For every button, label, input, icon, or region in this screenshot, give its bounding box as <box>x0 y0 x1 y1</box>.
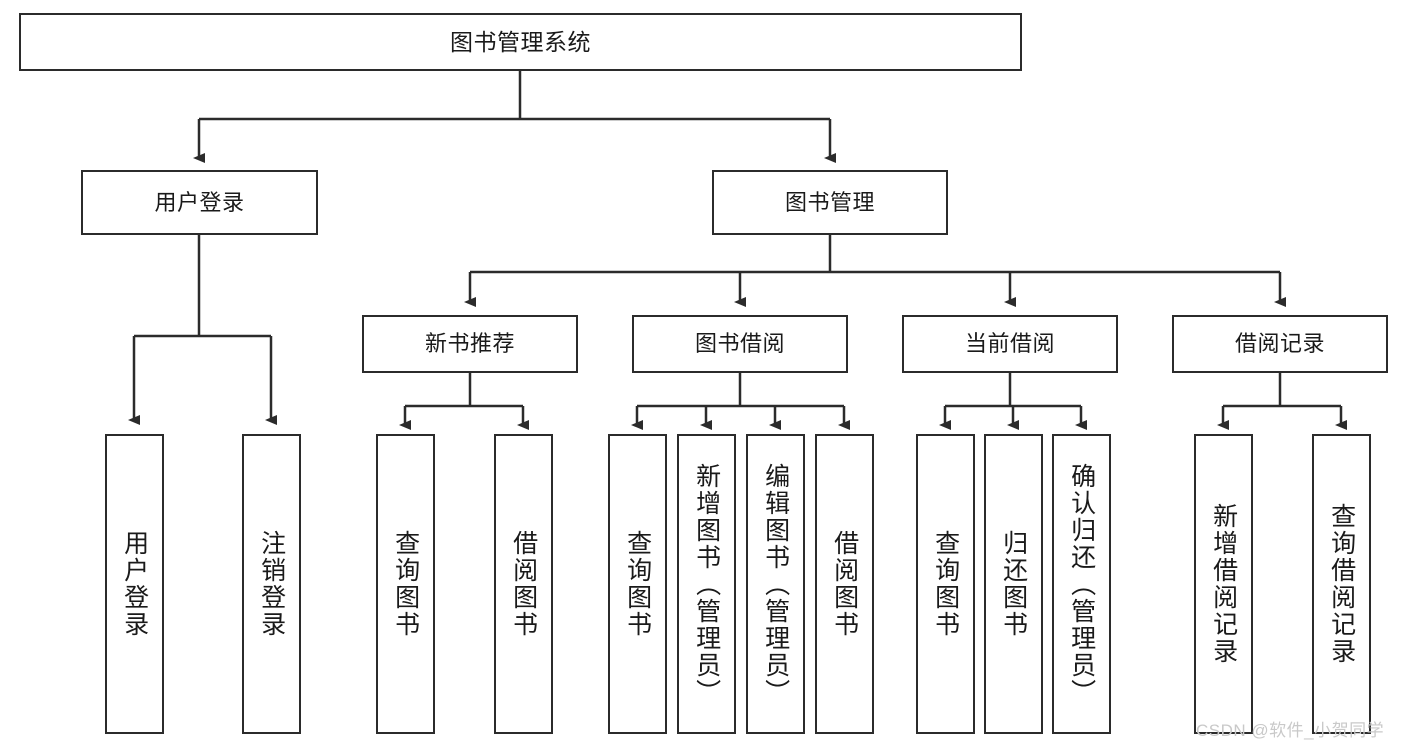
node-label: 当前借阅 <box>964 331 1055 357</box>
leaf-record-add-record[interactable]: 新增借阅记录 <box>1194 434 1253 734</box>
node-label: 图书管理 <box>784 189 875 215</box>
node-label: 借阅图书 <box>509 530 538 638</box>
csdn-watermark: CSDN @软件_小贺同学 <box>1196 721 1385 740</box>
leaf-current-confirm-return-admin[interactable]: 确认归还（管理员） <box>1052 434 1111 734</box>
node-book-borrow[interactable]: 图书借阅 <box>632 315 848 373</box>
leaf-current-query-book[interactable]: 查询图书 <box>916 434 975 734</box>
leaf-current-return-book[interactable]: 归还图书 <box>984 434 1043 734</box>
node-label: 查询图书 <box>931 530 960 638</box>
leaf-borrow-query-book[interactable]: 查询图书 <box>608 434 667 734</box>
node-borrow-record[interactable]: 借阅记录 <box>1172 315 1388 373</box>
leaf-recommend-query-book[interactable]: 查询图书 <box>376 434 435 734</box>
node-label: 图书管理系统 <box>450 28 591 55</box>
leaf-borrow-add-book-admin[interactable]: 新增图书（管理员） <box>677 434 736 734</box>
node-label: 注销登录 <box>257 530 286 638</box>
node-label: 查询图书 <box>623 530 652 638</box>
node-label: 查询借阅记录 <box>1327 503 1356 665</box>
node-root-system[interactable]: 图书管理系统 <box>19 13 1022 71</box>
node-label: 新书推荐 <box>424 331 515 357</box>
leaf-user-login-logout[interactable]: 注销登录 <box>242 434 301 734</box>
node-new-book-recommend[interactable]: 新书推荐 <box>362 315 578 373</box>
node-label: 图书借阅 <box>694 331 785 357</box>
node-label: 用户登录 <box>154 189 245 215</box>
node-label: 编辑图书（管理员） <box>761 462 790 706</box>
node-label: 用户登录 <box>120 530 149 638</box>
leaf-user-login-login[interactable]: 用户登录 <box>105 434 164 734</box>
leaf-borrow-edit-book-admin[interactable]: 编辑图书（管理员） <box>746 434 805 734</box>
node-label: 归还图书 <box>999 530 1028 638</box>
node-user-login[interactable]: 用户登录 <box>81 170 318 235</box>
node-book-management[interactable]: 图书管理 <box>712 170 948 235</box>
node-label: 借阅图书 <box>830 530 859 638</box>
node-label: 新增借阅记录 <box>1209 503 1238 665</box>
node-label: 查询图书 <box>391 530 420 638</box>
node-label: 借阅记录 <box>1234 331 1325 357</box>
node-label: 新增图书（管理员） <box>692 462 721 706</box>
node-current-borrow[interactable]: 当前借阅 <box>902 315 1118 373</box>
node-label: 确认归还（管理员） <box>1067 462 1096 706</box>
leaf-record-query-record[interactable]: 查询借阅记录 <box>1312 434 1371 734</box>
leaf-recommend-borrow-book[interactable]: 借阅图书 <box>494 434 553 734</box>
leaf-borrow-borrow-book[interactable]: 借阅图书 <box>815 434 874 734</box>
